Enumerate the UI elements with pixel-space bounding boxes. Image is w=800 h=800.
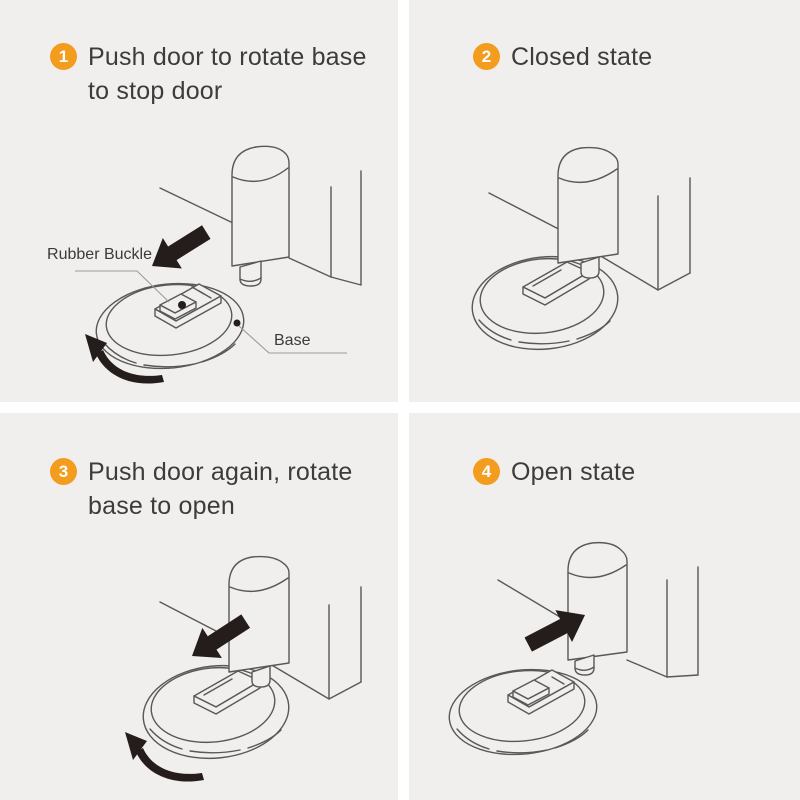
door-drawing (159, 586, 362, 700)
base-rim-dot (233, 319, 241, 327)
base-drawing (471, 255, 619, 351)
rubber-buckle-drawing (507, 669, 575, 715)
step-panel-1: 1 Push door to rotate base to stop door (0, 0, 398, 402)
rubber-buckle-leader-line (75, 270, 170, 303)
step-1-heading: 1 Push door to rotate base to stop door (50, 40, 367, 108)
step-panel-2: 2 Closed state (409, 0, 800, 402)
base-drawing (95, 282, 245, 370)
rubber-buckle-drawing (193, 670, 261, 715)
step-2-illustration (471, 146, 691, 351)
door-drawing (497, 566, 699, 678)
step-4-heading: 4 Open state (473, 455, 635, 489)
callouts: Rubber Buckle Base (47, 246, 347, 354)
base-leader-line (238, 325, 347, 354)
base-drawing (142, 664, 290, 760)
step-panel-3: 3 Push door again, rotate base to open (0, 413, 398, 800)
base-label: Base (274, 332, 311, 349)
step-2-heading: 2 Closed state (473, 40, 652, 74)
rubber-buckle-drawing (154, 283, 222, 329)
step-2-number-badge: 2 (473, 43, 500, 70)
stopper-drawing (228, 555, 290, 688)
step-3-title: Push door again, rotate base to open (88, 458, 353, 520)
door-drawing (488, 177, 691, 291)
stopper-drawing (567, 541, 628, 676)
stopper-drawing (231, 145, 290, 287)
step-3-number-badge: 3 (50, 458, 77, 485)
step-3-illustration (125, 555, 362, 782)
stopper-drawing (557, 146, 619, 279)
step-3-heading: 3 Push door again, rotate base to open (50, 455, 353, 523)
buckle-hole-dot (178, 301, 186, 309)
step-4-illustration (448, 541, 699, 756)
step-panel-4: 4 Open state (409, 413, 800, 800)
step-2-title: Closed state (511, 43, 653, 71)
step-1-title: Push door to rotate base to stop door (88, 43, 367, 105)
step-1-illustration: Rubber Buckle Base (47, 145, 362, 384)
step-4-title: Open state (511, 458, 636, 486)
rubber-buckle-label: Rubber Buckle (47, 246, 152, 263)
door-drawing (159, 170, 362, 286)
base-drawing (448, 668, 598, 756)
step-1-number-badge: 1 (50, 43, 77, 70)
step-4-number-badge: 4 (473, 458, 500, 485)
push-arrow-icon (142, 216, 216, 282)
